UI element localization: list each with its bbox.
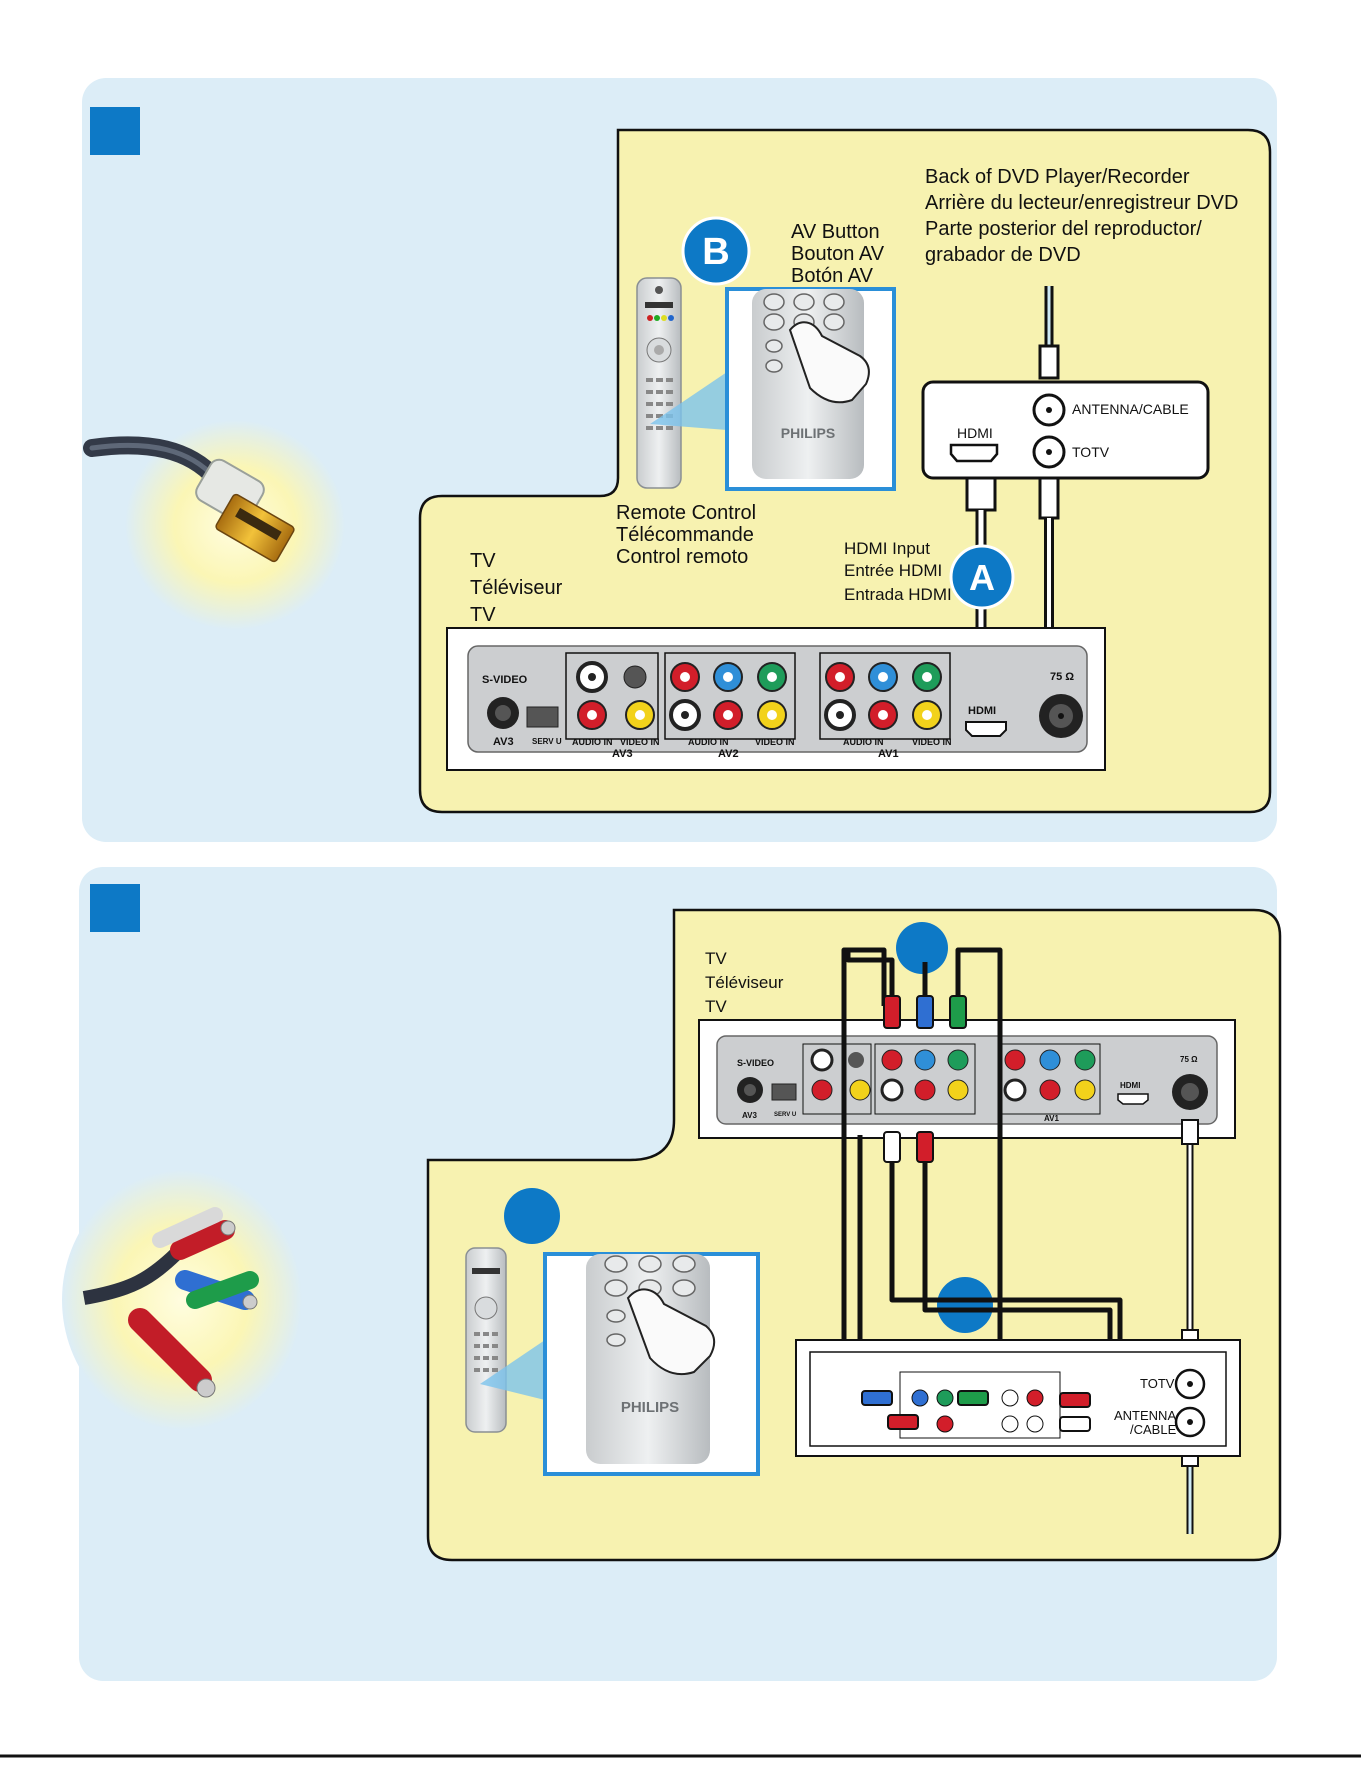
svg-text:AV1: AV1 bbox=[878, 748, 899, 760]
av-button-label: AV Button Bouton AV Botón AV bbox=[791, 221, 885, 287]
svg-text:AUDIO IN: AUDIO IN bbox=[843, 737, 884, 747]
remote-line-2: Télécommande bbox=[616, 524, 754, 546]
hdmi-cable-image bbox=[83, 420, 345, 630]
svg-text:A: A bbox=[969, 557, 995, 598]
step-number-box-2 bbox=[90, 884, 140, 932]
dvd-hdmi-label: HDMI bbox=[957, 425, 993, 441]
svg-text:S-VIDEO: S-VIDEO bbox=[737, 1058, 774, 1068]
tv-line-1: TV bbox=[470, 550, 496, 572]
svg-text:PHILIPS: PHILIPS bbox=[781, 425, 835, 441]
av-button-line-2: Bouton AV bbox=[791, 243, 885, 265]
step-badge-2b bbox=[504, 1188, 560, 1244]
section-1-hdmi: Back of DVD Player/Recorder Arrière du l… bbox=[82, 78, 1277, 842]
dvd-back-line-4: grabador de DVD bbox=[925, 244, 1081, 266]
svg-text:VIDEO IN: VIDEO IN bbox=[620, 737, 660, 747]
tv-line-3: TV bbox=[470, 604, 496, 626]
tv-label: TV Téléviseur TV bbox=[470, 550, 563, 626]
dvd2-antenna-label: ANTENNA bbox=[1114, 1408, 1176, 1423]
svg-text:PHILIPS: PHILIPS bbox=[621, 1399, 679, 1416]
svg-text:SERV U: SERV U bbox=[774, 1112, 796, 1118]
svg-text:S-VIDEO: S-VIDEO bbox=[482, 674, 528, 686]
hdmi-input-line-1: HDMI Input bbox=[844, 539, 930, 558]
svg-text:SERV U: SERV U bbox=[532, 737, 562, 746]
svg-text:B: B bbox=[702, 231, 729, 273]
remote-line-3: Control remoto bbox=[616, 546, 748, 568]
svg-text:AV1: AV1 bbox=[1044, 1114, 1060, 1123]
svg-text:HDMI: HDMI bbox=[1120, 1081, 1140, 1090]
tv-back-panel-2: S-VIDEO AV3 SERV U AV1 HDMI bbox=[698, 1019, 1236, 1139]
remote-zoom-inset-2: PHILIPS bbox=[543, 1252, 760, 1476]
av-button-line-1: AV Button bbox=[791, 221, 880, 243]
component-cable-image bbox=[62, 1170, 302, 1430]
tv-back-panel: S-VIDEO AV3 SERV U AUDIO IN VIDEO IN AV3… bbox=[446, 627, 1106, 771]
remote-control-image bbox=[636, 277, 682, 489]
svg-text:AV3: AV3 bbox=[742, 1111, 758, 1120]
av-button-line-3: Botón AV bbox=[791, 265, 874, 287]
hdmi-input-line-3: Entrada HDMI bbox=[844, 585, 952, 604]
zoom-wedge bbox=[650, 372, 727, 430]
dvd-player-back-panel-2: TOTV ANTENNA /CABLE bbox=[795, 1339, 1241, 1457]
zoom-wedge-2 bbox=[480, 1340, 545, 1400]
dvd2-cable-label: /CABLE bbox=[1130, 1422, 1177, 1437]
step-number-box-1 bbox=[90, 107, 140, 155]
dvd-totv-label: TOTV bbox=[1072, 444, 1110, 460]
step-b-badge: B bbox=[681, 216, 751, 286]
dvd-back-line-2: Arrière du lecteur/enregistreur DVD bbox=[925, 192, 1238, 214]
svg-text:AV3: AV3 bbox=[493, 736, 514, 748]
dvd-back-line-1: Back of DVD Player/Recorder bbox=[925, 166, 1190, 188]
tv2-line-1: TV bbox=[705, 949, 727, 968]
tv-line-2: Téléviseur bbox=[470, 577, 563, 599]
svg-text:AUDIO IN: AUDIO IN bbox=[688, 737, 729, 747]
dvd-back-line-3: Parte posterior del reproductor/ bbox=[925, 218, 1202, 240]
svg-text:VIDEO IN: VIDEO IN bbox=[755, 737, 795, 747]
dvd2-totv-label: TOTV bbox=[1140, 1376, 1175, 1391]
dvd-hdmi-port bbox=[949, 443, 999, 463]
remote-control-image-2 bbox=[465, 1247, 507, 1433]
svg-text:75 Ω: 75 Ω bbox=[1050, 671, 1074, 683]
svg-text:AV2: AV2 bbox=[718, 748, 739, 760]
tv2-line-2: Téléviseur bbox=[705, 973, 784, 992]
dvd-antenna-cable-label: ANTENNA/CABLE bbox=[1072, 401, 1189, 417]
section-2-component: TV Téléviseur TV S-VIDEO AV3 SERV U bbox=[62, 867, 1282, 1681]
svg-text:HDMI: HDMI bbox=[968, 705, 996, 717]
hdmi-input-line-2: Entrée HDMI bbox=[844, 561, 942, 580]
remote-zoom-inset: PHILIPS bbox=[725, 287, 896, 491]
hdmi-input-label: HDMI Input Entrée HDMI Entrada HDMI bbox=[844, 539, 952, 604]
step-badge-2c bbox=[937, 1277, 993, 1333]
tv2-line-3: TV bbox=[705, 997, 727, 1016]
remote-line-1: Remote Control bbox=[616, 502, 756, 524]
tv-label-2: TV Téléviseur TV bbox=[705, 949, 784, 1016]
step-badge-2a bbox=[896, 922, 948, 974]
svg-text:AV3: AV3 bbox=[612, 748, 633, 760]
svg-text:VIDEO IN: VIDEO IN bbox=[912, 737, 952, 747]
dvd-back-label: Back of DVD Player/Recorder Arrière du l… bbox=[925, 166, 1238, 266]
step-a-badge: A bbox=[949, 544, 1015, 610]
svg-text:AUDIO IN: AUDIO IN bbox=[572, 737, 613, 747]
dvd-player-back-panel: ANTENNA/CABLE TOTV HDMI bbox=[921, 380, 1210, 480]
svg-text:75 Ω: 75 Ω bbox=[1180, 1055, 1198, 1064]
remote-control-label: Remote Control Télécommande Control remo… bbox=[616, 502, 756, 568]
